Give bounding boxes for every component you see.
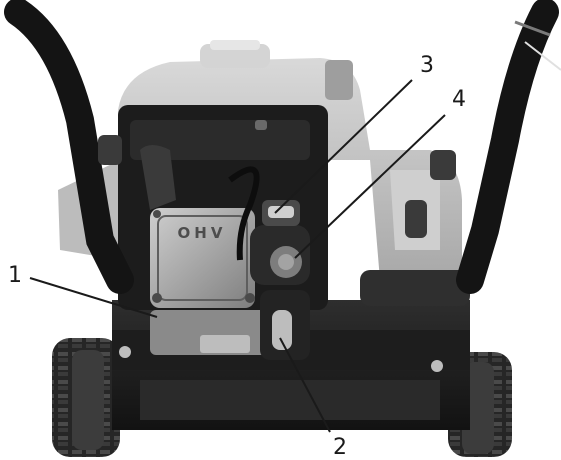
crankcase-lower [150,310,270,355]
leader-line-3 [274,79,413,214]
primer-bulb [250,225,310,285]
fuel-valve [260,290,310,360]
callout-label-1: 1 [8,263,22,288]
left-wheel [52,338,120,457]
leader-line-2 [279,337,331,433]
choke-lever [262,200,300,226]
left-handlebar [4,0,134,294]
callout-leader-lines [29,79,446,433]
leader-line-1 [29,277,158,318]
ignition-wire [228,166,260,261]
callout-label-4: 4 [452,87,466,112]
valve-cover-lettering: OHV [178,224,227,242]
callout-label-2: 2 [333,435,347,460]
valve-cover [150,208,255,308]
leader-line-4 [294,114,446,259]
right-handlebar [430,0,561,294]
callout-label-3: 3 [420,53,434,78]
